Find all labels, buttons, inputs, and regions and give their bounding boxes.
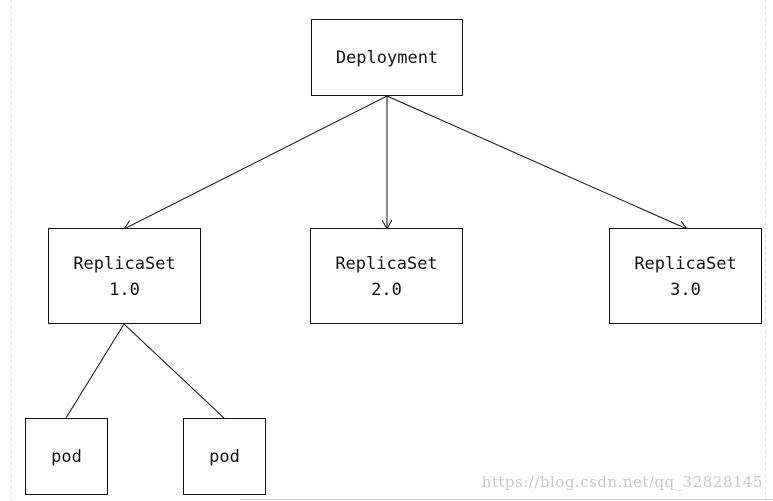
pod-2-node: pod — [183, 418, 266, 495]
replicaset-1-version: 1.0 — [109, 280, 140, 300]
replicaset-2-label: ReplicaSet — [335, 254, 437, 274]
replicaset-1-label: ReplicaSet — [73, 254, 175, 274]
replicaset-3-version: 3.0 — [670, 280, 701, 300]
replicaset-2-version: 2.0 — [371, 280, 402, 300]
replicaset-1-node: ReplicaSet 1.0 — [48, 228, 201, 324]
pod-1-node: pod — [25, 418, 108, 495]
pod-2-label: pod — [209, 447, 240, 467]
replicaset-3-node: ReplicaSet 3.0 — [609, 228, 762, 324]
deployment-node: Deployment — [311, 19, 463, 96]
edge-rs1-to-pod1 — [65, 323, 125, 419]
edge-deployment-to-rs3 — [386, 95, 687, 229]
edges-group — [65, 95, 687, 419]
pod-1-label: pod — [51, 447, 82, 467]
replicaset-3-label: ReplicaSet — [634, 254, 736, 274]
deployment-label: Deployment — [336, 48, 438, 68]
watermark-text: https://blog.csdn.net/qq_32828145 — [482, 473, 763, 491]
replicaset-2-node: ReplicaSet 2.0 — [310, 228, 463, 324]
edge-deployment-to-rs1 — [124, 95, 388, 229]
edge-rs1-to-pod2 — [123, 323, 225, 419]
